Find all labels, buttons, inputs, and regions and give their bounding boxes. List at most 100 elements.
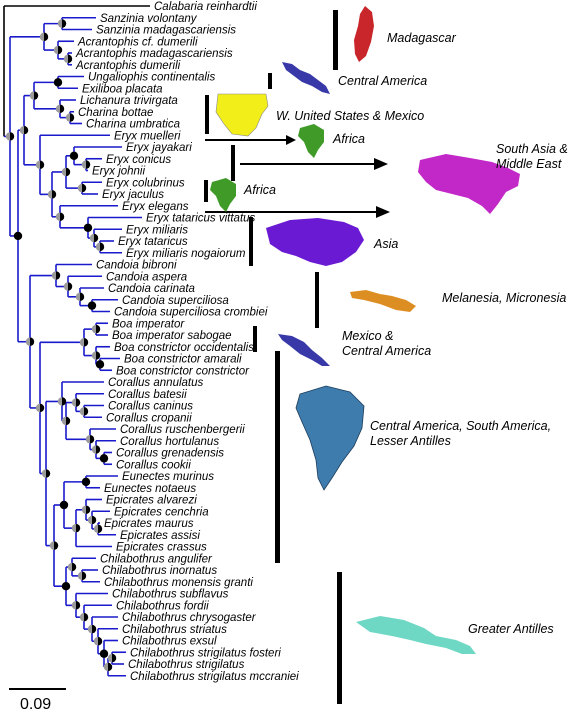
node-marker xyxy=(87,301,97,310)
taxon-label: Candoia carinata xyxy=(108,283,195,295)
taxon-label: Eryx miliaris xyxy=(126,224,188,236)
node-marker xyxy=(77,183,87,193)
taxon-label: Chilabothrus angulifer xyxy=(100,553,213,565)
region-maps xyxy=(210,6,520,654)
taxon-label: Corallus grenadensis xyxy=(116,448,224,460)
taxon-label: Candoia superciliosa crombiei xyxy=(114,307,268,319)
taxon-label: Boa imperator xyxy=(112,318,185,330)
node-marker xyxy=(95,360,105,369)
taxon-label: Corallus cropanii xyxy=(106,412,192,424)
node-marker xyxy=(19,126,29,135)
taxon-label: Sanzinia volontany xyxy=(100,13,198,25)
taxon-label: Chilabothrus exsul xyxy=(122,636,217,648)
taxon-label: Eryx conicus xyxy=(106,154,171,166)
region-melanesia: Melanesia, Micronesia xyxy=(442,291,566,305)
region-greater-antilles: Greater Antilles xyxy=(468,622,554,636)
clade-bar-south-america xyxy=(275,351,280,563)
taxon-label: Eryx tataricus vittatus xyxy=(146,213,256,225)
arrowhead-south-asia xyxy=(374,158,388,170)
taxon-label: Corallus annulatus xyxy=(108,377,204,389)
node-marker xyxy=(65,113,75,122)
node-marker xyxy=(29,91,39,100)
taxon-label: Acrantophis madagascariensis xyxy=(75,48,233,60)
taxon-label: Chilabothrus striatus xyxy=(122,624,227,636)
taxon-label: Corallus hortulanus xyxy=(120,436,219,448)
taxon-label: Corallus ruschenbergerii xyxy=(120,424,245,436)
node-marker xyxy=(13,231,23,241)
clade-bar-madagascar xyxy=(333,10,338,70)
node-marker xyxy=(99,454,109,463)
africa-map-1 xyxy=(298,124,324,158)
taxon-label: Boa constrictor constrictor xyxy=(116,365,250,377)
node-marker xyxy=(69,151,79,161)
taxon-label: Eryx jayakari xyxy=(126,142,192,154)
node-marker xyxy=(55,104,65,114)
node-marker xyxy=(85,435,95,444)
taxon-label: Chilabothrus fordii xyxy=(116,600,209,612)
taxon-label: Boa constrictor occidentalis xyxy=(114,342,254,354)
clade-bar-boa-imperator xyxy=(253,326,257,352)
taxon-label: Eryx colubrinus xyxy=(106,177,185,189)
node-marker xyxy=(47,190,57,199)
taxon-label: Charina umbratica xyxy=(86,119,180,131)
region-labels: Madagascar Central America W. United Sta… xyxy=(243,31,568,636)
taxon-label: Corallus batesii xyxy=(108,389,187,401)
taxon-label: Eunectes murinus xyxy=(122,471,214,483)
greater-antilles-map xyxy=(356,616,476,654)
clade-bar-africa-2 xyxy=(204,180,208,202)
node-marker xyxy=(59,500,69,510)
clade-bars xyxy=(204,10,342,704)
taxon-label: Corallus cookii xyxy=(116,459,191,471)
node-marker xyxy=(75,292,85,302)
taxon-label: Charina bottae xyxy=(78,107,153,119)
node-marker xyxy=(57,397,67,406)
node-marker xyxy=(71,523,81,533)
taxon-label: Epicrates assisi xyxy=(120,530,200,542)
node-marker xyxy=(61,582,71,591)
region-south-asia-line1: South Asia & xyxy=(496,142,568,156)
node-marker xyxy=(99,649,109,658)
asia-map xyxy=(266,218,364,266)
taxon-label: Eunectes notaeus xyxy=(104,483,196,495)
taxon-label: Eryx tataricus xyxy=(118,236,188,248)
region-w-us-mexico: W. United States & Mexico xyxy=(276,109,424,123)
taxon-label: Eryx muelleri xyxy=(114,130,181,142)
node-marker xyxy=(91,445,101,454)
node-marker xyxy=(93,524,103,534)
taxon-label: Epicrates alvarezi xyxy=(106,495,197,507)
region-africa-1: Africa xyxy=(332,132,365,146)
node-marker xyxy=(81,160,91,169)
range-arrows xyxy=(205,135,390,218)
taxon-label: Boa imperator sabogae xyxy=(112,330,232,342)
node-marker xyxy=(83,223,93,232)
node-marker xyxy=(5,132,15,141)
node-marker xyxy=(35,403,45,413)
region-asia: Asia xyxy=(373,237,398,251)
clade-bar-central-america xyxy=(268,73,272,89)
region-madagascar: Madagascar xyxy=(387,31,457,45)
clade-bar-w-us-mexico xyxy=(205,95,209,134)
taxon-label: Sanzinia madagascariensis xyxy=(96,25,236,37)
node-marker xyxy=(79,338,89,347)
region-central-america-1: Central America xyxy=(338,74,427,88)
taxon-label: Acrantophis dumerili xyxy=(75,60,181,72)
node-marker xyxy=(89,233,99,243)
clade-bar-asia xyxy=(249,217,253,266)
node-marker xyxy=(57,19,67,28)
taxon-label: Candoia bibroni xyxy=(96,260,177,272)
taxon-label: Ungaliophis continentalis xyxy=(88,72,215,84)
node-marker xyxy=(87,515,97,525)
taxon-label: Lichanura trivirgata xyxy=(80,95,178,107)
node-marker xyxy=(63,282,73,291)
madagascar-map xyxy=(354,6,374,62)
node-marker xyxy=(79,612,89,622)
region-south-asia-line2: Middle East xyxy=(496,157,562,171)
clade-bar-greater-antilles xyxy=(337,572,342,704)
node-marker xyxy=(53,45,63,55)
taxon-label: Eryx jaculus xyxy=(102,189,164,201)
node-marker xyxy=(41,469,51,478)
taxon-label: Eryx johnii xyxy=(92,166,145,178)
melanesia-map xyxy=(350,290,416,312)
